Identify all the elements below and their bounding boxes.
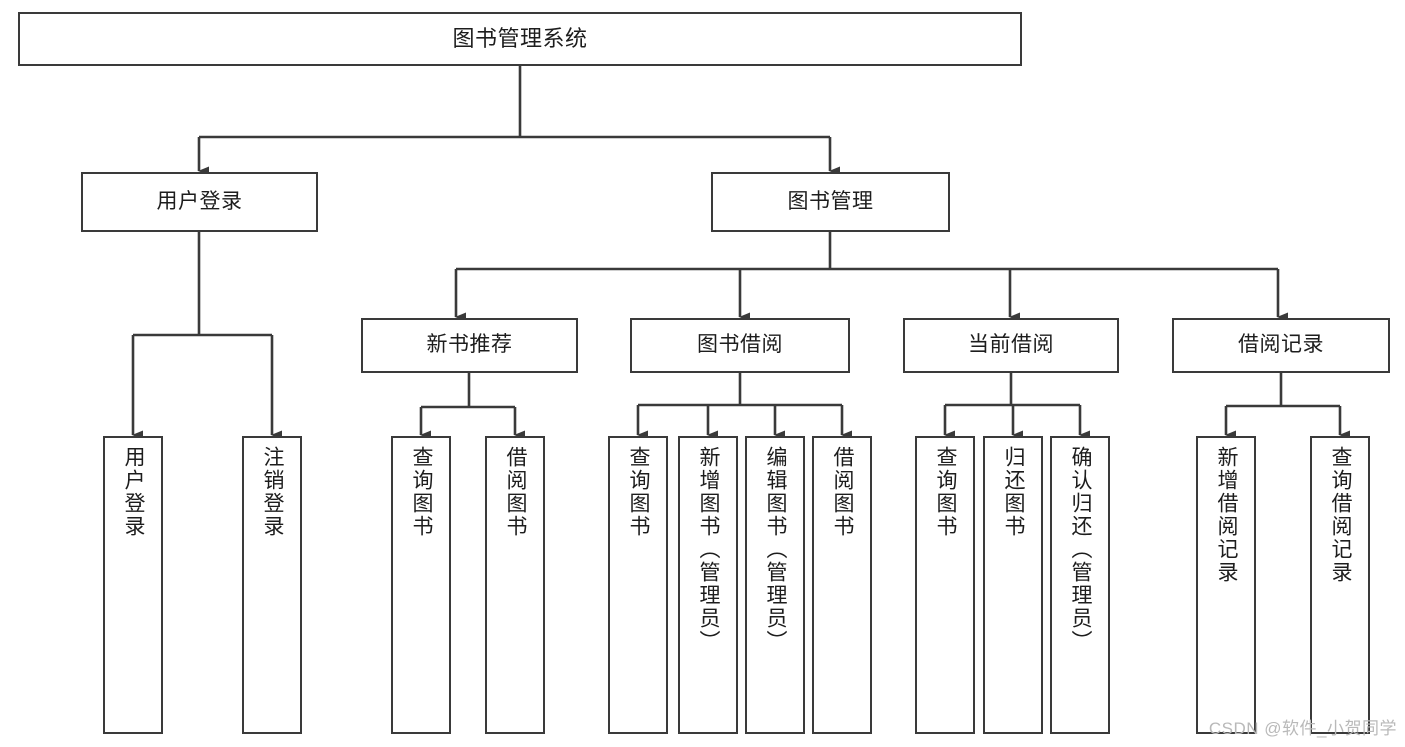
- node-book-management[interactable]: 图书管理: [711, 172, 950, 232]
- node-leaf-borrow-book-2-label: 借阅图书: [831, 446, 855, 538]
- node-current-borrow[interactable]: 当前借阅: [903, 318, 1119, 373]
- node-leaf-user-login-label: 用户登录: [122, 446, 146, 538]
- node-book-management-label: 图书管理: [787, 189, 874, 213]
- node-leaf-return-book[interactable]: 归还图书: [983, 436, 1043, 734]
- node-book-borrow[interactable]: 图书借阅: [630, 318, 850, 373]
- node-borrow-record-label: 借阅记录: [1238, 333, 1324, 357]
- node-root-system[interactable]: 图书管理系统: [18, 12, 1022, 66]
- node-leaf-add-book-admin-label: 新增图书（管理员）: [697, 446, 721, 653]
- node-user-login-label: 用户登录: [156, 189, 243, 213]
- node-leaf-return-book-label: 归还图书: [1002, 446, 1026, 538]
- node-leaf-query-book-3[interactable]: 查询图书: [915, 436, 975, 734]
- node-user-login[interactable]: 用户登录: [81, 172, 318, 232]
- node-leaf-borrow-book-2[interactable]: 借阅图书: [812, 436, 872, 734]
- node-leaf-query-borrow-record[interactable]: 查询借阅记录: [1310, 436, 1370, 734]
- csdn-watermark: CSDN @软件_小贺同学: [1208, 719, 1397, 738]
- node-leaf-logout-login[interactable]: 注销登录: [242, 436, 302, 734]
- node-leaf-add-borrow-record-label: 新增借阅记录: [1215, 446, 1239, 584]
- node-leaf-edit-book-admin-label: 编辑图书（管理员）: [764, 446, 788, 653]
- node-leaf-user-login[interactable]: 用户登录: [103, 436, 163, 734]
- node-borrow-record[interactable]: 借阅记录: [1172, 318, 1390, 373]
- node-leaf-confirm-return-admin[interactable]: 确认归还（管理员）: [1050, 436, 1110, 734]
- node-leaf-logout-login-label: 注销登录: [261, 446, 285, 538]
- node-leaf-query-borrow-record-label: 查询借阅记录: [1329, 446, 1353, 584]
- node-leaf-borrow-book-1[interactable]: 借阅图书: [485, 436, 545, 734]
- node-leaf-query-book-2[interactable]: 查询图书: [608, 436, 668, 734]
- node-leaf-borrow-book-1-label: 借阅图书: [504, 446, 528, 538]
- node-current-borrow-label: 当前借阅: [968, 333, 1054, 357]
- node-leaf-query-book-2-label: 查询图书: [627, 446, 651, 538]
- node-book-borrow-label: 图书借阅: [697, 333, 783, 357]
- node-new-book-recommend[interactable]: 新书推荐: [361, 318, 578, 373]
- node-leaf-confirm-return-admin-label: 确认归还（管理员）: [1069, 446, 1093, 653]
- node-root-system-label: 图书管理系统: [452, 26, 588, 52]
- node-leaf-query-book-3-label: 查询图书: [934, 446, 958, 538]
- node-leaf-add-borrow-record[interactable]: 新增借阅记录: [1196, 436, 1256, 734]
- node-new-book-recommend-label: 新书推荐: [426, 333, 513, 357]
- node-leaf-query-book-1-label: 查询图书: [410, 446, 434, 538]
- node-leaf-edit-book-admin[interactable]: 编辑图书（管理员）: [745, 436, 805, 734]
- node-leaf-add-book-admin[interactable]: 新增图书（管理员）: [678, 436, 738, 734]
- node-leaf-query-book-1[interactable]: 查询图书: [391, 436, 451, 734]
